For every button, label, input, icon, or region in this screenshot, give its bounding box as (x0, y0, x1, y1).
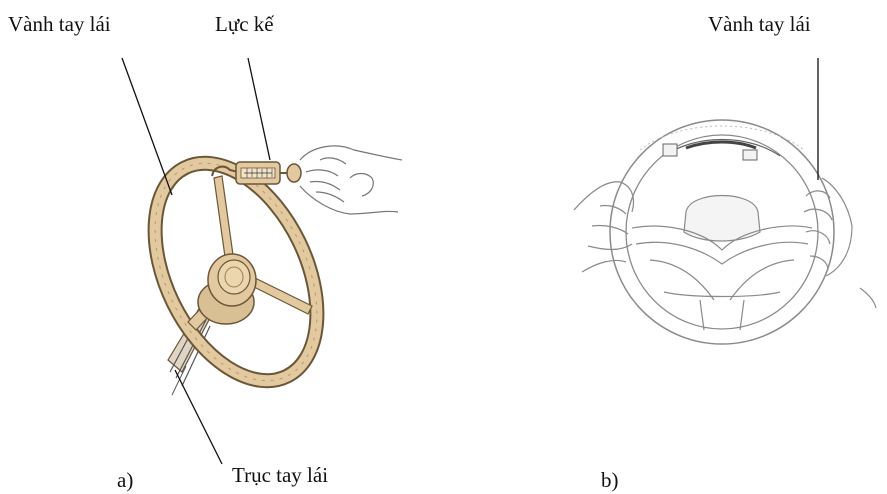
leader-line-shaft (175, 370, 222, 464)
hand-sketch (300, 146, 402, 214)
rim-grip-top (663, 140, 780, 161)
steering-wheel-hub (198, 254, 256, 324)
leader-line-gauge (248, 58, 270, 160)
figure-a (122, 58, 402, 464)
label-part-a: a) (117, 468, 133, 493)
steering-wheel-hub-b (632, 196, 812, 331)
figure-b (574, 58, 876, 344)
label-steering-shaft: Trục tay lái (232, 463, 328, 488)
label-steering-rim-a: Vành tay lái (8, 12, 111, 37)
right-hand-sketch (804, 178, 876, 308)
label-steering-rim-b: Vành tay lái (708, 12, 811, 37)
label-part-b: b) (601, 468, 619, 493)
left-hand-sketch (574, 182, 634, 272)
label-force-gauge: Lực kế (215, 12, 274, 37)
leader-line-rim-a (122, 58, 172, 195)
